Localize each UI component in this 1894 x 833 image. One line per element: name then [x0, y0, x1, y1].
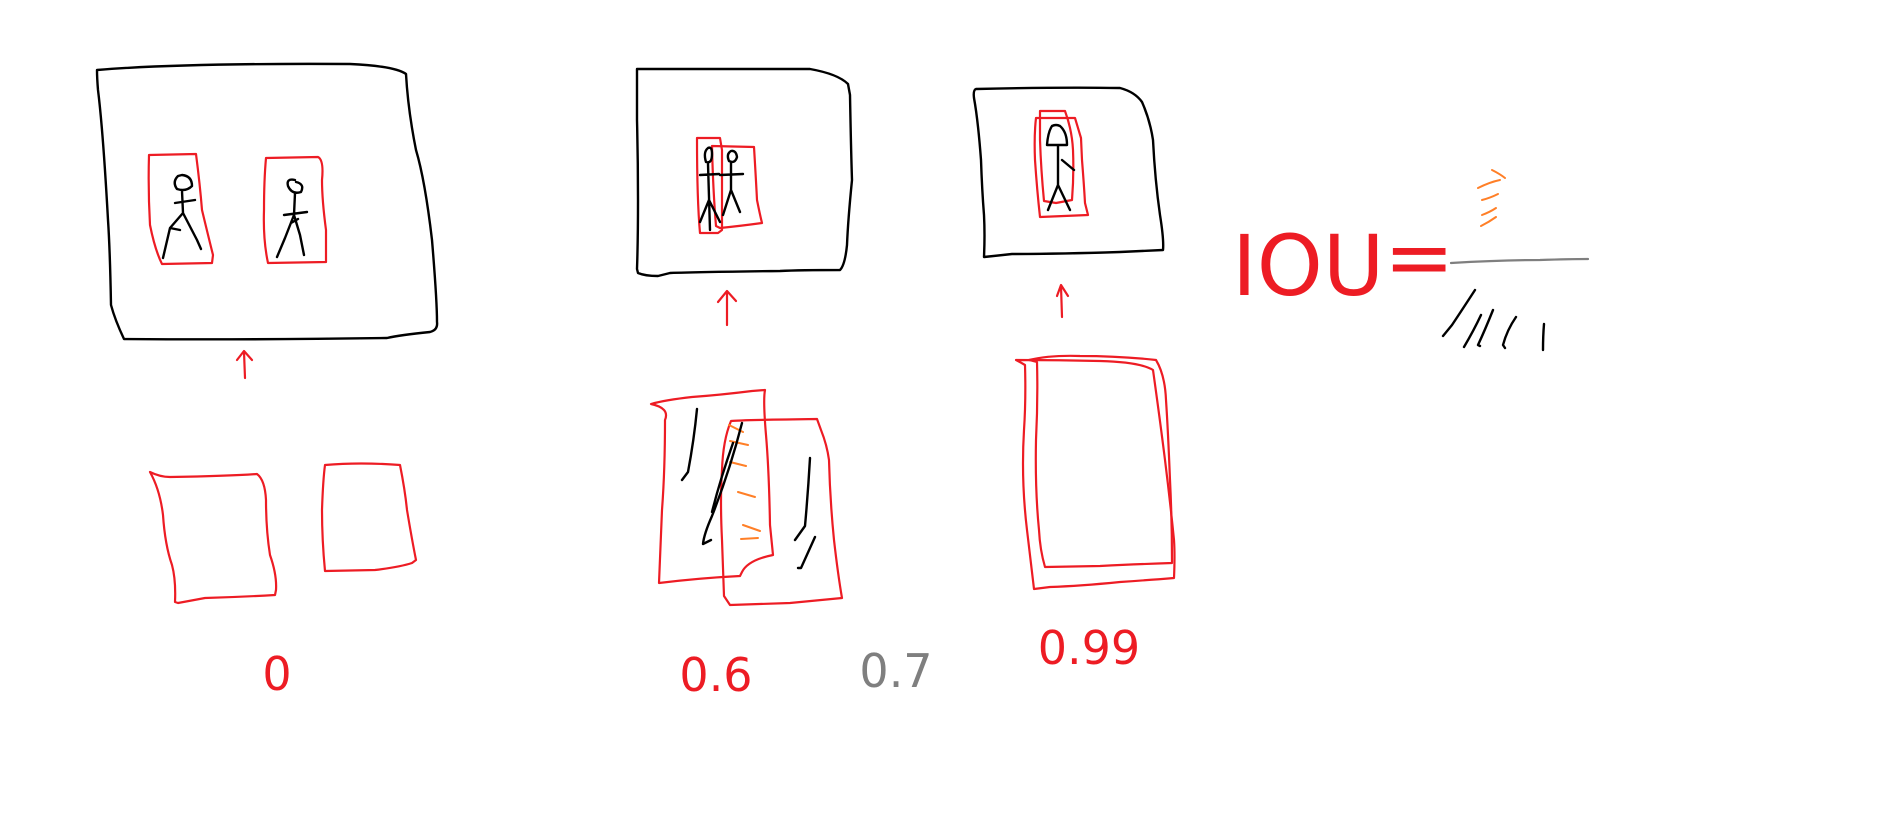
iou-score-label: 0.6 — [679, 648, 752, 702]
numerator-intersection-hatching — [1477, 169, 1506, 227]
stick-figure — [161, 173, 203, 260]
bounding-box-red — [1038, 109, 1075, 205]
bounding-box-red — [1033, 116, 1090, 219]
image-frame-3 — [972, 86, 1165, 259]
example-partial-overlap: 0.6 — [635, 67, 854, 702]
iou-formula: IOU = — [1232, 169, 1590, 352]
arrow-up-1 — [235, 349, 254, 380]
bounding-box-red — [695, 136, 724, 235]
bounding-box-red — [147, 152, 215, 266]
example-high-overlap: 0.99 — [972, 86, 1176, 675]
example-no-overlap: 0 — [95, 62, 439, 701]
iou-score-label: 0 — [262, 647, 291, 701]
detection-box-3b — [1027, 354, 1174, 569]
detection-box-2b — [719, 417, 844, 607]
bounding-box-red — [262, 155, 328, 265]
arrow-up-2 — [716, 289, 738, 327]
intersection-hatching — [728, 424, 761, 540]
alternative-score-label: 0.7 — [859, 644, 932, 698]
stick-figure — [1045, 123, 1076, 212]
equals-sign: = — [1384, 208, 1454, 306]
denominator-union-hatching — [1441, 288, 1546, 352]
fraction-bar — [1449, 257, 1590, 265]
detection-box-1b — [320, 462, 418, 573]
overlapping-persons — [695, 136, 764, 235]
stick-figure — [275, 178, 309, 259]
image-frame-2 — [635, 67, 854, 278]
iou-score-label: 0.99 — [1038, 621, 1140, 675]
box-hatching — [680, 407, 817, 570]
image-frame-1 — [95, 62, 439, 341]
iou-formula-label: IOU — [1232, 217, 1384, 315]
bounding-box-red — [710, 144, 764, 230]
detection-box-2a — [649, 388, 775, 585]
arrow-up-3 — [1055, 283, 1070, 319]
detection-box-1a — [148, 470, 278, 605]
detection-box-3a — [1014, 358, 1176, 591]
person-box-left — [147, 152, 215, 266]
stacked-persons — [1033, 109, 1090, 219]
stick-figure — [718, 149, 745, 217]
stick-figure — [698, 146, 722, 232]
person-box-right — [262, 155, 328, 265]
